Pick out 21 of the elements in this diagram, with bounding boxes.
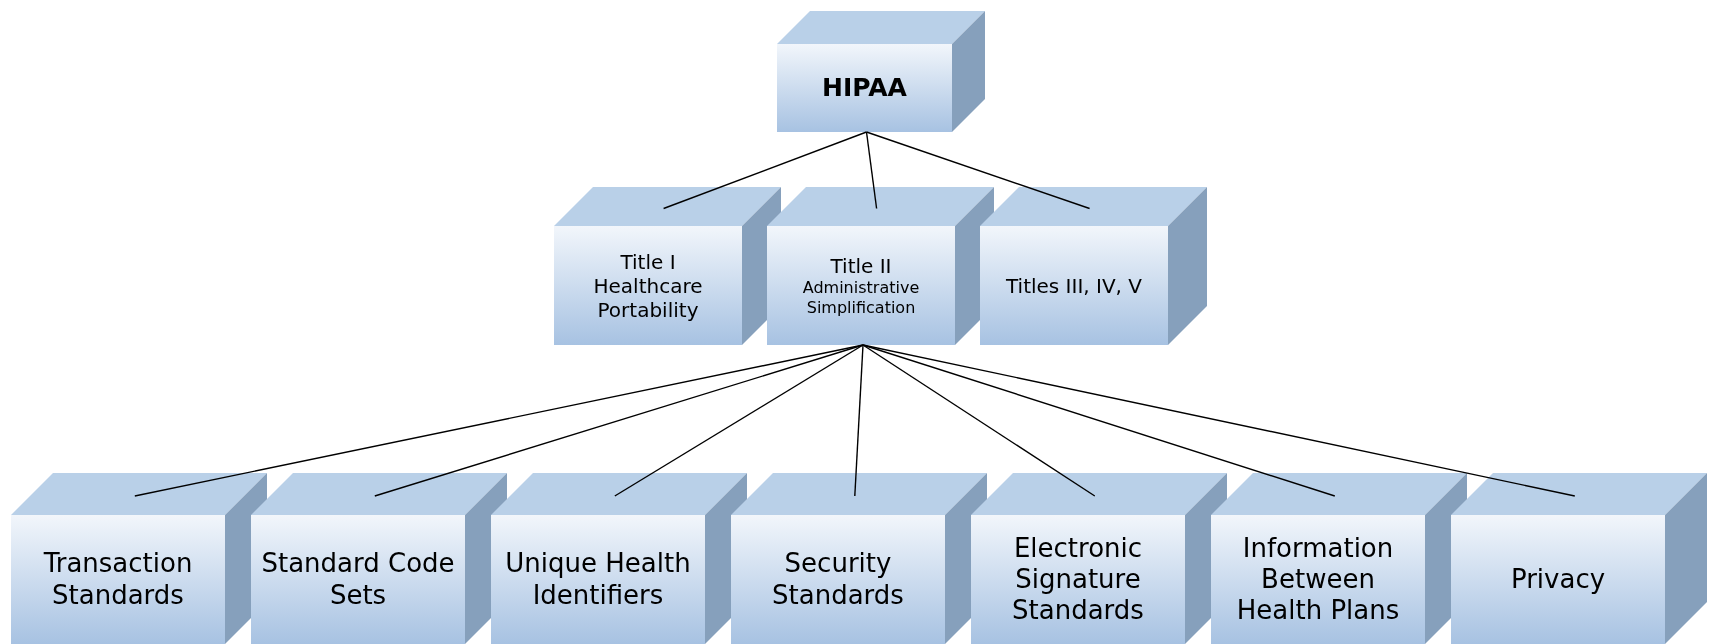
connector-line (662, 131, 868, 210)
box-label: Privacy (1510, 563, 1606, 596)
box-label: Administrative Simplification (801, 278, 921, 317)
connector-line (854, 344, 864, 497)
box-label: Information Between Health Plans (1235, 532, 1401, 627)
connector-line (862, 344, 1336, 497)
connector-line (374, 344, 864, 497)
box-label: Titles III, IV, V (1006, 273, 1142, 298)
connector-line (614, 344, 864, 497)
connector-line (862, 344, 1096, 497)
box-label: Electronic Signature Standards (1011, 532, 1145, 627)
box-label: Title I (620, 249, 676, 274)
box-label: Unique Health Identifiers (504, 548, 692, 611)
box-label: Transaction Standards (42, 548, 194, 611)
box-label: Security Standards (771, 548, 905, 611)
box-label: HIPAA (822, 73, 907, 103)
connector-line (865, 131, 878, 210)
box-label: Healthcare Portability (592, 273, 704, 322)
box-label: Title II (830, 254, 892, 279)
box-label: Standard Code Sets (260, 548, 456, 611)
connector-line (865, 131, 1091, 210)
